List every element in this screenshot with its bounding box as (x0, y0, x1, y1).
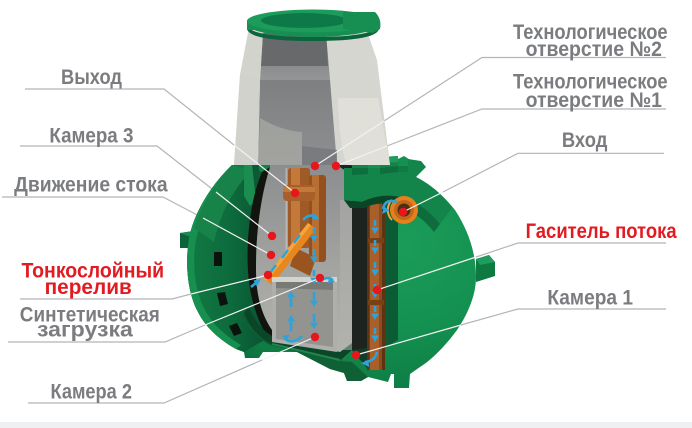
svg-text:Синтетическая: Синтетическая (20, 304, 160, 327)
svg-text:Камера 3: Камера 3 (49, 124, 133, 147)
svg-text:Камера 1: Камера 1 (547, 287, 633, 310)
svg-text:Технологическое: Технологическое (513, 21, 668, 44)
svg-text:Тонкослойный: Тонкослойный (22, 259, 165, 282)
svg-text:Гаситель потока: Гаситель потока (526, 220, 677, 243)
svg-text:Движение стока: Движение стока (14, 174, 168, 197)
svg-text:отверстие №2: отверстие №2 (526, 38, 662, 61)
svg-text:перелив: перелив (45, 276, 132, 299)
svg-text:Камера 2: Камера 2 (51, 381, 133, 404)
svg-text:загрузка: загрузка (37, 318, 133, 341)
svg-text:отверстие №1: отверстие №1 (526, 89, 663, 112)
svg-text:Выход: Выход (61, 66, 122, 89)
svg-text:Технологическое: Технологическое (513, 71, 668, 94)
svg-text:Вход: Вход (562, 129, 608, 152)
